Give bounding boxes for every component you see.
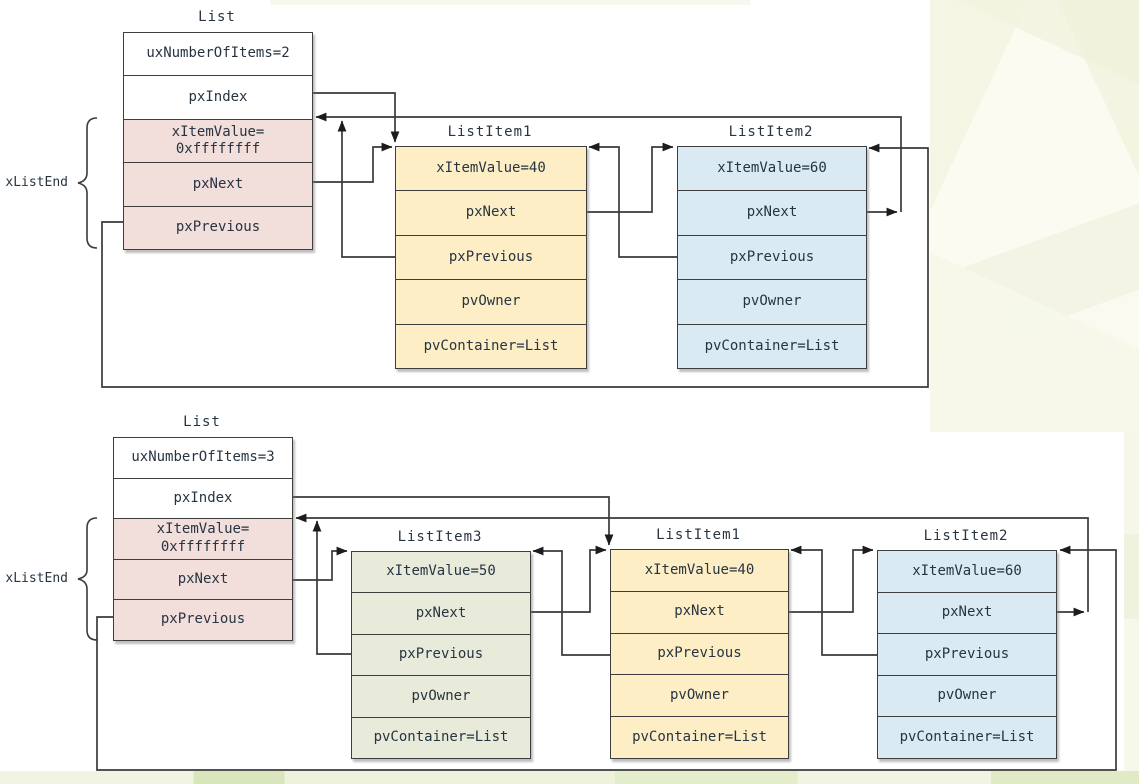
top-listitem1-row-pxnext: pxNext (396, 190, 586, 234)
arrow-top-pxindex-to-listitem1 (311, 92, 400, 143)
top-listitem2-row-pvowner: pvOwner (678, 279, 866, 323)
bottom-list-title: List (183, 414, 221, 430)
top-listitem1-title: ListItem1 (447, 124, 533, 140)
top-list-row-pxindex: pxIndex (124, 75, 312, 118)
bottom-listitem2-row-pxprevious: pxPrevious (878, 633, 1056, 675)
top-listitem1-row-xitemvalue: xItemValue=40 (436, 159, 546, 176)
background-texture-right-bottom (1124, 432, 1139, 772)
bottom-listitem2-row-pxnext: pxNext (878, 591, 1056, 634)
top-listitem1-box: xItemValue=40 pxNext pxPrevious pvOwner … (395, 146, 587, 369)
bottom-xlistend-label: xListEnd (5, 571, 68, 586)
top-listitem2-box: xItemValue=60 pxNext pxPrevious pvOwner … (677, 146, 867, 369)
bottom-list-row-pxprevious: pxPrevious (114, 599, 292, 640)
bottom-listitem3-row-pvowner: pvOwner (352, 675, 530, 716)
arrow-top-list-pxprevious-to-listitem2 (101, 143, 929, 388)
bottom-listitem3-row-pxprevious: pxPrevious (352, 633, 530, 675)
bottom-list-row-xitemvalue: xItemValue= 0xffffffff (114, 518, 292, 559)
arrow-top-listitem1-pxprevious-to-listend (337, 120, 395, 258)
bottom-listitem2-title: ListItem2 (923, 528, 1009, 544)
arrow-bottom-listitem1-pxnext-to-listitem2 (787, 545, 874, 613)
top-list-row-uxnumberofitems: uxNumberOfItems=2 (146, 45, 290, 62)
bottom-listitem3-row-xitemvalue: xItemValue=50 (386, 563, 496, 580)
xlistend-brace-bottom (77, 517, 98, 641)
bottom-list-row-pxnext: pxNext (114, 558, 292, 600)
arrow-top-list-pxnext-to-listitem1 (311, 142, 393, 183)
bottom-listitem2-row-pvowner: pvOwner (878, 674, 1056, 717)
background-texture-right-top (930, 0, 1139, 432)
top-list-row-pxnext: pxNext (124, 162, 312, 206)
top-listitem2-row-pxprevious: pxPrevious (678, 234, 866, 279)
bottom-listitem2-box: xItemValue=60 pxNext pxPrevious pvOwner … (877, 550, 1057, 759)
xlistend-brace-top (77, 117, 98, 249)
bottom-list-row-pxindex: pxIndex (114, 477, 292, 519)
top-list-box: uxNumberOfItems=2 pxIndex xItemValue= 0x… (123, 32, 313, 250)
arrow-top-return-to-listend (315, 112, 902, 212)
bottom-listitem3-row-pxnext: pxNext (352, 592, 530, 633)
arrow-bottom-listitem3-pxprevious-to-listend (312, 520, 351, 655)
bottom-listitem1-row-pvcontainer: pvContainer=List (611, 716, 788, 758)
arrow-bottom-return-to-listend (295, 513, 1089, 612)
arrow-bottom-list-pxprevious-to-listitem2 (96, 545, 1117, 771)
arrow-top-listitem1-pxnext-to-listitem2 (585, 142, 674, 213)
top-listitem1-row-pvcontainer: pvContainer=List (396, 323, 586, 368)
top-list-row-pxprevious: pxPrevious (124, 205, 312, 250)
bottom-listitem3-row-pvcontainer: pvContainer=List (352, 716, 530, 758)
top-listitem1-row-pxprevious: pxPrevious (396, 234, 586, 279)
bottom-list-row-uxnumberofitems: uxNumberOfItems=3 (131, 449, 275, 466)
bottom-listitem2-row-xitemvalue: xItemValue=60 (912, 562, 1022, 579)
background-texture-bottom-strip (0, 771, 1139, 784)
arrow-bottom-listitem2-pxprevious-to-listitem1 (790, 545, 877, 656)
bottom-listitem1-row-pxprevious: pxPrevious (611, 632, 788, 675)
top-xlistend-label: xListEnd (5, 175, 68, 190)
bottom-list-box: uxNumberOfItems=3 pxIndex xItemValue= 0x… (113, 437, 293, 641)
bottom-listitem2-row-pvcontainer: pvContainer=List (878, 716, 1056, 758)
bottom-listitem1-row-pvowner: pvOwner (611, 674, 788, 716)
bottom-listitem3-box: xItemValue=50 pxNext pxPrevious pvOwner … (351, 551, 531, 759)
bottom-listitem1-box: xItemValue=40 pxNext pxPrevious pvOwner … (610, 549, 789, 759)
arrow-bottom-listitem1-pxprevious-to-listitem3 (532, 546, 610, 656)
bottom-listitem3-title: ListItem3 (397, 529, 483, 545)
top-listitem1-row-pvowner: pvOwner (396, 279, 586, 323)
arrow-top-listitem2-pxprevious-to-listitem1 (588, 142, 677, 258)
bottom-listitem1-title: ListItem1 (656, 527, 741, 543)
top-listitem2-row-pvcontainer: pvContainer=List (678, 323, 866, 368)
top-list-row-xitemvalue: xItemValue= 0xffffffff (124, 118, 312, 163)
top-list-title: List (198, 9, 236, 25)
top-listitem2-row-pxnext: pxNext (678, 190, 866, 234)
arrow-bottom-list-pxnext-to-listitem3 (291, 546, 348, 581)
arrow-bottom-listitem3-pxnext-to-listitem1 (529, 545, 607, 613)
bottom-listitem1-row-pxnext: pxNext (611, 590, 788, 633)
background-texture-top-strip (270, 0, 750, 5)
bottom-listitem1-row-xitemvalue: xItemValue=40 (644, 561, 755, 578)
arrow-bottom-pxindex-to-listitem1 (291, 496, 614, 546)
top-listitem2-row-xitemvalue: xItemValue=60 (717, 159, 827, 176)
top-listitem2-title: ListItem2 (728, 124, 814, 140)
